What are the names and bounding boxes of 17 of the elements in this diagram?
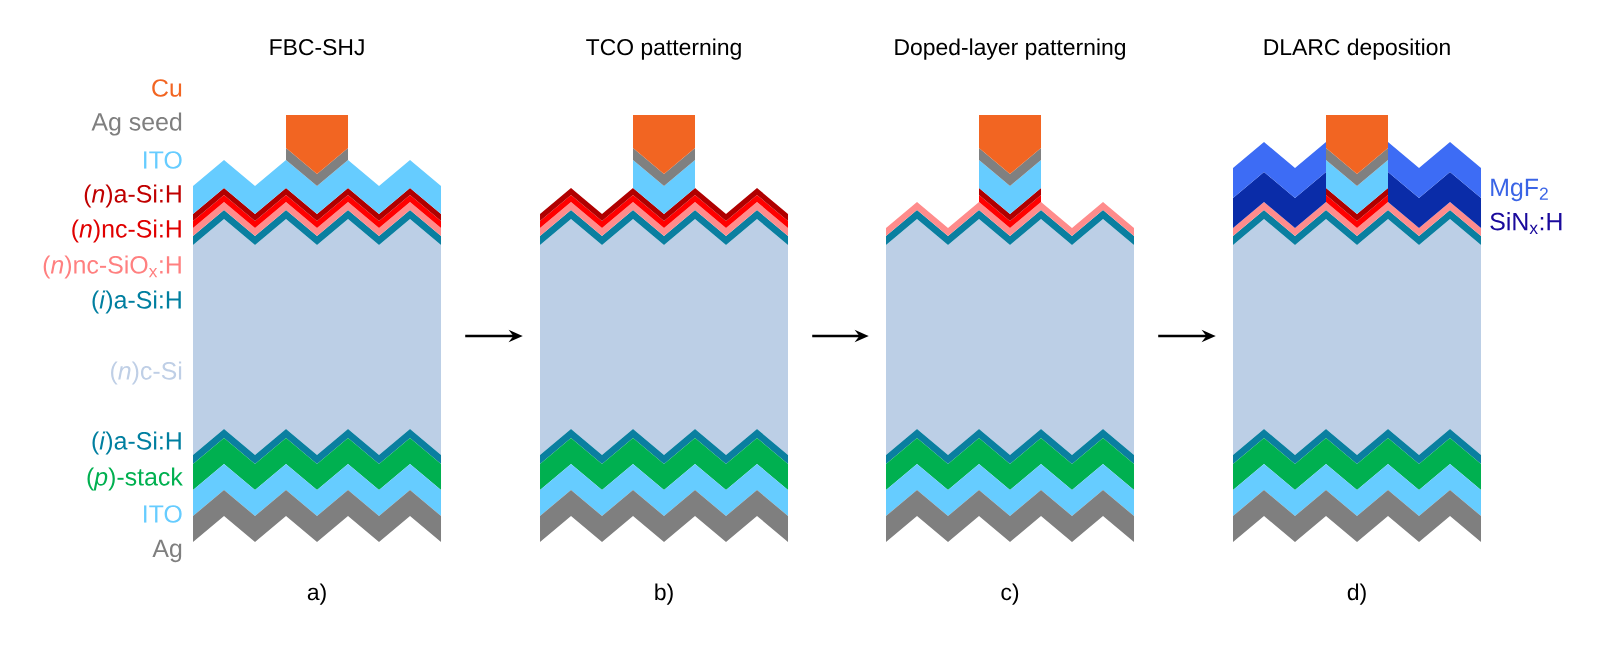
layer-label: Ag	[152, 539, 182, 563]
layer-label: Ag seed	[91, 112, 182, 136]
panel-caption: b)	[655, 583, 673, 605]
layer-label: SiN$_{x}$:H	[1490, 212, 1562, 234]
layer-label: (n)a-Si:H	[84, 184, 181, 208]
layer-label: MgF$_{2}$	[1491, 178, 1548, 202]
panel-caption: d)	[1347, 583, 1366, 605]
layer-label: ITO	[144, 151, 182, 169]
layer-label: (p)-stack	[87, 467, 183, 491]
panel-title: FBC-SHJ	[270, 39, 364, 56]
panel-title: TCO patterning	[586, 38, 741, 60]
panel-caption: a)	[307, 583, 326, 605]
panel-title: DLARC deposition	[1264, 38, 1450, 60]
layer-label: Cu	[152, 79, 182, 97]
panel-title: Doped-layer patterning	[895, 38, 1125, 60]
panel-caption: c)	[1001, 583, 1019, 605]
layer-label: ITO	[144, 505, 182, 523]
